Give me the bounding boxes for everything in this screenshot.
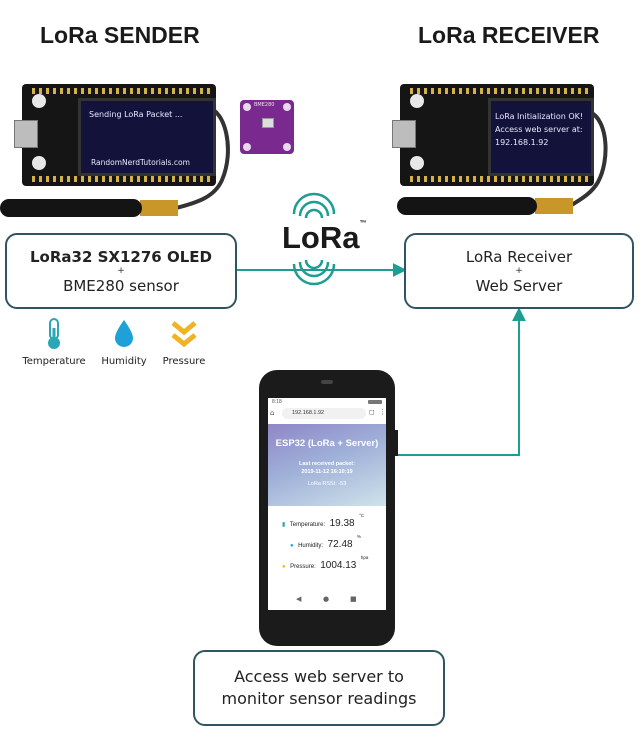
reading-pressure: ● Pressure: 1004.13 hpa [282,555,368,573]
receiver-antenna-cable [570,110,608,207]
more-menu-icon[interactable]: ⋮ [379,408,386,416]
reading-unit: hpa [360,555,369,560]
lora-logo-tm: ™ [359,220,367,227]
access-box: Access web server to monitor sensor read… [193,650,445,726]
receiver-box: LoRa Receiver + Web Server [404,233,634,309]
phone-status-time: 8:18 [272,399,282,405]
bme280-sensor-element [262,118,274,128]
phone-nav-bar: ◀ ● ■ [268,592,386,608]
access-box-line2: monitor sensor readings [221,689,417,708]
receiver-oled-screen: LoRa Initialization OK! Access web serve… [488,98,594,176]
last-packet-time: 2019-11-12 16:10:19 [301,469,353,475]
lora-logo: LoRa™ [282,220,367,256]
sender-box-plus: + [117,265,125,276]
reading-temperature: ▮ Temperature: 19.38 °C [282,513,364,531]
receiver-pin-header-bottom [410,176,588,182]
receiver-antenna [397,197,537,215]
battery-icon [368,400,382,404]
sensor-temperature: Temperature [14,318,94,370]
recents-icon[interactable]: ■ [350,595,357,603]
receiver-board: LoRa Initialization OK! Access web serve… [392,84,594,186]
tabs-icon[interactable]: ◻ [369,408,375,416]
sender-antenna-connector [140,200,178,216]
receiver-box-line2: Web Server [475,276,563,295]
receiver-mount-hole [410,94,424,108]
reading-label: Pressure: [290,564,316,570]
sender-title: LoRa SENDER [40,22,200,48]
lora-waves-icon [292,192,336,286]
receiver-oled-line-2: Access web server at: [495,125,583,134]
sender-oled-screen: Sending LoRa Packet ... RandomNerdTutori… [78,98,216,176]
phone-side-button [395,430,398,456]
reading-value: 72.48 [327,539,353,550]
receiver-box-line1: LoRa Receiver [465,247,573,266]
sender-board: Sending LoRa Packet ... RandomNerdTutori… [14,84,216,186]
url-text: 192.168.1.92 [292,410,325,416]
reading-value: 1004.13 [320,560,357,571]
reading-humidity: ● Humidity: 72.48 % [290,534,361,552]
url-bar[interactable]: 192.168.1.92 [282,408,366,419]
lora-logo-text: LoRa [282,220,360,255]
sender-antenna [0,199,142,217]
receiver-pin-header-top [410,88,588,94]
phone-to-receiver-arrow [396,307,526,456]
reading-unit: °C [359,513,365,518]
reading-unit: % [357,534,362,539]
chevrons-down-icon [171,321,197,348]
receiver-usb-port [392,120,416,148]
home-button-icon[interactable]: ● [323,595,330,603]
reading-value: 19.38 [329,518,355,529]
sender-box: LoRa32 SX1276 OLED + BME280 sensor [5,233,237,309]
receiver-oled-line-3: 192.168.1.92 [495,138,549,147]
phone-speaker [321,380,333,384]
home-icon[interactable]: ⌂ [270,409,275,417]
thermometer-icon [48,318,60,349]
bme280-chip: BME280 [240,100,294,154]
receiver-box-plus: + [515,265,523,276]
thermometer-icon: ▮ [282,522,286,528]
water-drop-icon: ● [290,543,294,549]
pressure-label: Pressure [162,356,206,367]
humidity-label: Humidity [101,356,147,367]
phone-screen: 8:18 ⌂ 192.168.1.92 ◻ ⋮ ESP32 (LoRa + Se… [268,398,386,610]
sender-pin-header-top [32,88,210,94]
reading-label: Humidity: [298,543,324,549]
sender-mount-hole [32,156,46,170]
rssi-text: LoRa RSSI: -53 [307,481,347,487]
sensor-humidity: Humidity [84,318,164,370]
receiver-oled-line-1: LoRa Initialization OK! [495,112,584,121]
water-drop-icon [115,320,133,347]
sender-pin-header-bottom [32,176,210,182]
receiver-antenna-connector [535,198,573,214]
sender-oled-line: Sending LoRa Packet ... [89,110,183,119]
back-icon[interactable]: ◀ [296,595,302,603]
sender-box-line1: LoRa32 SX1276 OLED [30,247,212,266]
reading-label: Temperature: [289,522,326,528]
receiver-mount-hole [410,156,424,170]
sender-box-line2: BME280 sensor [63,276,179,295]
last-packet-label: Last received packet: [299,461,355,467]
access-box-line1: Access web server to [234,667,404,686]
sender-oled-footer: RandomNerdTutorials.com [91,158,190,167]
bme280-chip-label: BME280 [254,102,275,108]
page-header: ESP32 (LoRa + Server) Last received pack… [268,424,386,506]
receiver-title: LoRa RECEIVER [418,22,600,48]
sender-antenna-cable [175,106,230,210]
page-header-title: ESP32 (LoRa + Server) [275,438,379,449]
sender-mount-hole [32,94,46,108]
pressure-icon: ● [282,564,286,570]
phone: 8:18 ⌂ 192.168.1.92 ◻ ⋮ ESP32 (LoRa + Se… [259,370,398,646]
sender-usb-port [14,120,38,148]
temperature-label: Temperature [22,356,86,367]
sensor-pressure: Pressure [144,318,224,370]
